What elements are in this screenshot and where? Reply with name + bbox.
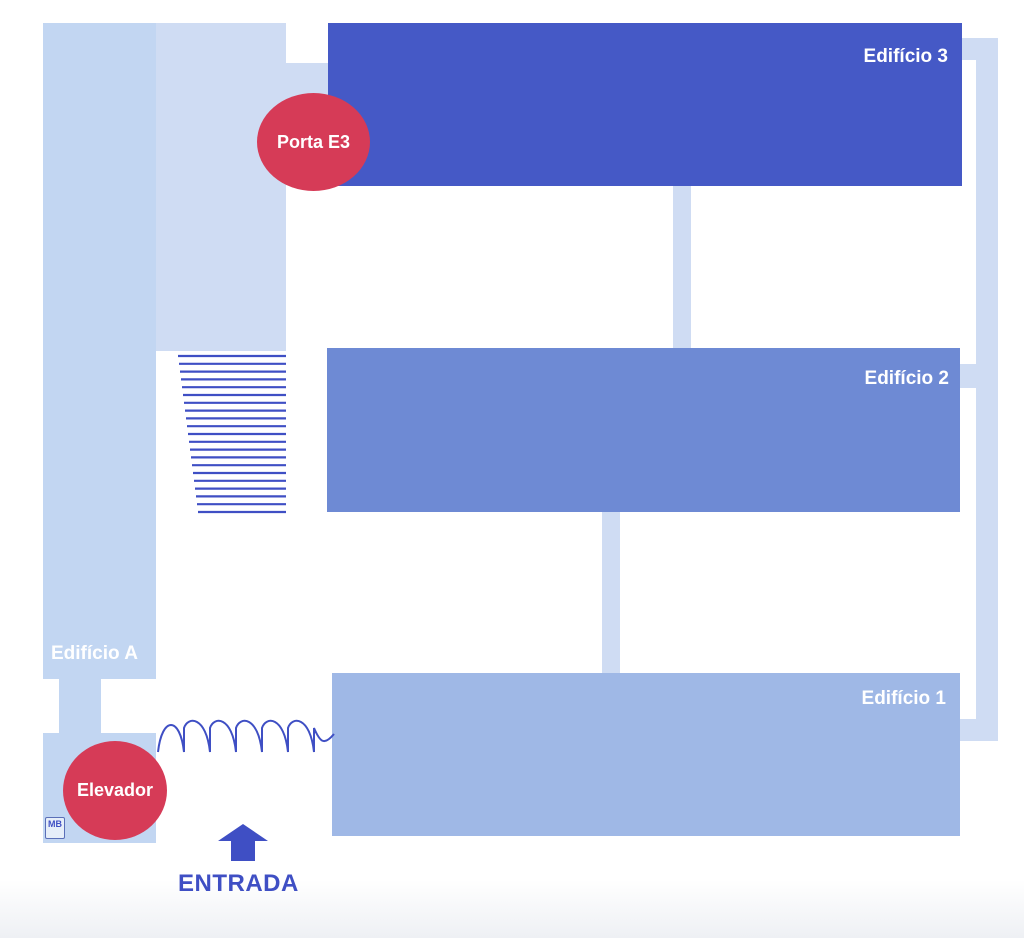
right-connector-middle	[958, 364, 998, 388]
edificio-2-label: Edifício 2	[864, 368, 949, 389]
connector-e2-e1	[602, 511, 620, 675]
edificio-a-column	[43, 23, 156, 679]
entrance-label: ENTRADA	[178, 870, 299, 897]
edificio-1-label: Edifício 1	[861, 688, 946, 709]
atm-sign-text: MB	[48, 819, 62, 829]
elevador-label: Elevador	[76, 780, 154, 800]
corridor-upper	[156, 23, 286, 351]
right-connector-top	[960, 38, 998, 60]
arrow-up-icon	[218, 824, 268, 861]
atm-sign: MB	[45, 817, 65, 839]
edificio-a-connector	[59, 679, 101, 733]
bottom-fade	[0, 880, 1024, 938]
stairs-icon	[178, 354, 286, 514]
right-connector-bottom	[958, 719, 998, 741]
edificio-1-building[interactable]	[332, 673, 960, 836]
porta-e3-marker[interactable]: Porta E3	[257, 93, 370, 191]
edificio-2-building[interactable]	[327, 348, 960, 512]
edificio-a-label: Edifício A	[51, 643, 138, 664]
edificio-3-building[interactable]	[328, 23, 962, 186]
connector-e3-e2	[673, 186, 691, 350]
porta-e3-label: Porta E3	[276, 131, 351, 152]
right-connector-vertical	[976, 38, 998, 741]
edificio-3-label: Edifício 3	[863, 46, 948, 67]
elevador-marker[interactable]: Elevador	[63, 741, 167, 840]
ramp-icon	[157, 719, 335, 753]
